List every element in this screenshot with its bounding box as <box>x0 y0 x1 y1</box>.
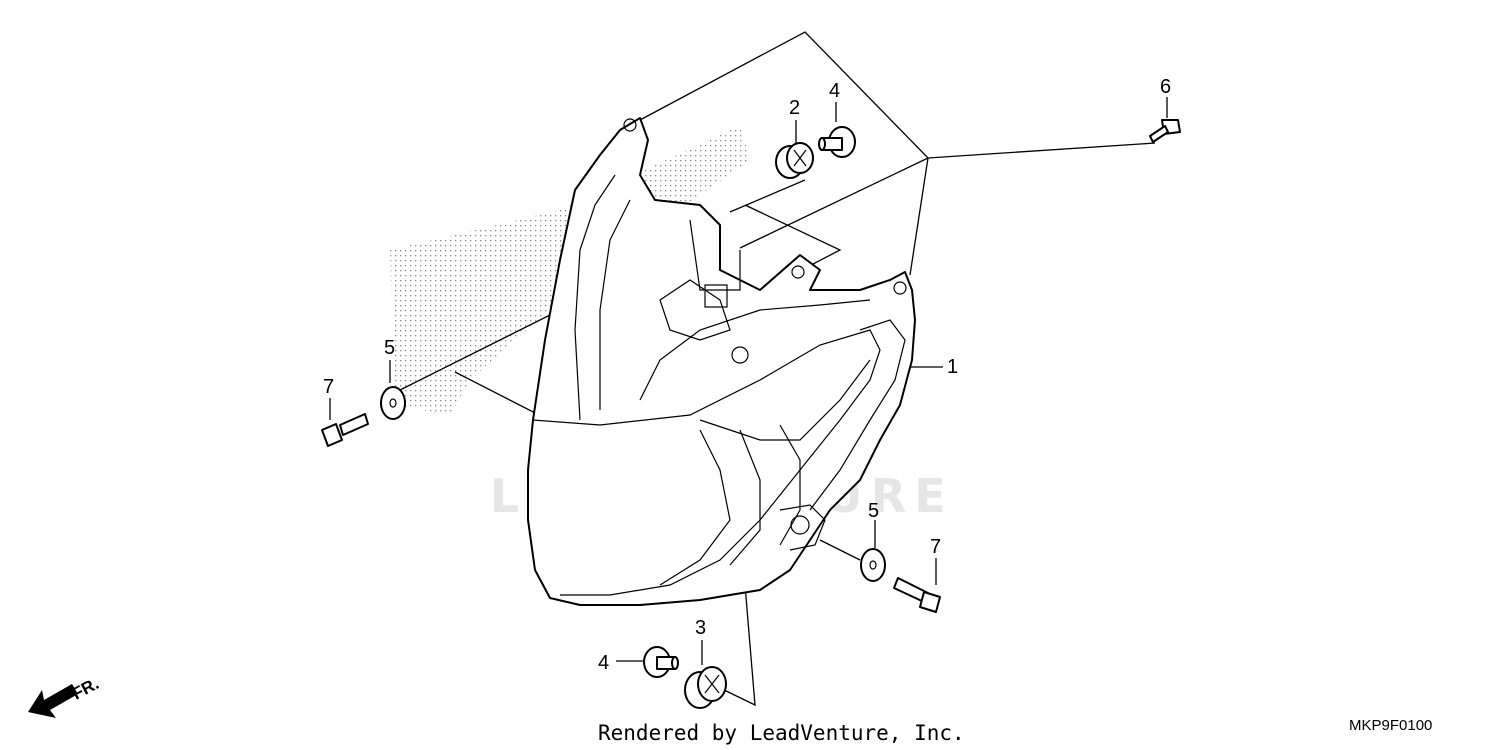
front-direction-arrow-icon <box>28 684 78 718</box>
part-bolt-7-right <box>893 577 941 613</box>
part-collar-4-upper <box>818 126 856 158</box>
part-bolt-7-left <box>321 413 369 447</box>
leader-lines <box>329 31 1168 707</box>
diagram-code: MKP9F0100 <box>1349 717 1432 734</box>
callout-7-left: 7 <box>323 376 334 398</box>
part-washer-5-left <box>380 386 406 420</box>
callout-5-right: 5 <box>868 500 879 522</box>
front-direction-label: FR. <box>69 674 102 704</box>
callout-1: 1 <box>947 356 958 378</box>
part-screw-6 <box>1149 119 1181 143</box>
part-washer-5-right <box>860 548 886 582</box>
part-grommet-3 <box>684 666 727 709</box>
callout-4-lower: 4 <box>598 652 609 674</box>
callout-7-right: 7 <box>930 536 941 558</box>
part-collar-4-lower <box>643 646 679 678</box>
part-grommet-2 <box>775 142 814 179</box>
callout-5-left: 5 <box>384 337 395 359</box>
callout-4-upper: 4 <box>829 80 840 102</box>
rendered-by-text: Rendered by LeadVenture, Inc. <box>598 721 965 745</box>
callout-6: 6 <box>1160 76 1171 98</box>
callout-2: 2 <box>789 97 800 119</box>
headlight-assembly <box>527 117 916 606</box>
callout-3: 3 <box>695 617 706 639</box>
